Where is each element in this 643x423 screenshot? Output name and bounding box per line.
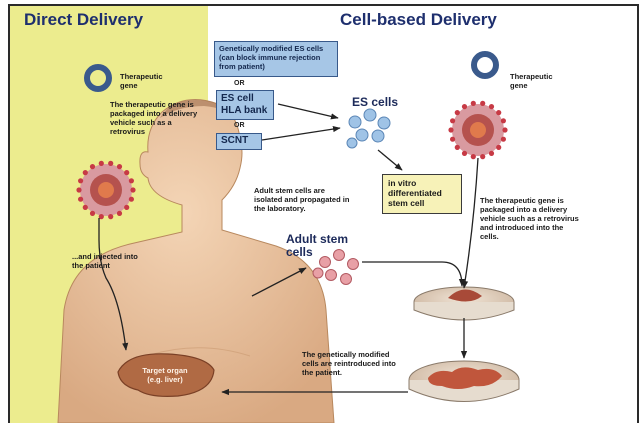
or-label: OR <box>234 122 245 129</box>
adult-stem-cells-note: Adult stem cells are isolated and propag… <box>254 186 352 213</box>
direct-delivery-heading: Direct Delivery <box>24 10 143 30</box>
cell-based-packaged-note: The therapeutic gene is packaged into a … <box>480 196 580 241</box>
scnt-box: SCNT <box>216 133 262 150</box>
adult-stem-cells-label: Adult stem cells <box>286 233 356 259</box>
target-organ-label: Target organ (e.g. liver) <box>136 366 194 384</box>
reintroduced-note: The genetically modified cells are reint… <box>302 350 406 377</box>
modified-es-cells-box: Genetically modified ES cells (can block… <box>214 41 338 77</box>
direct-packaged-note: The therapeutic gene is packaged into a … <box>110 100 200 136</box>
cell-based-delivery-heading: Cell-based Delivery <box>340 10 497 30</box>
es-cells-label: ES cells <box>352 96 398 109</box>
differentiated-stem-cell-box: in vitro differentiated stem cell <box>382 174 462 214</box>
or-label: OR <box>234 80 245 87</box>
injected-note: ...and injected into the patient <box>72 252 142 270</box>
therapeutic-gene-label: Therapeutic gene <box>510 72 560 90</box>
therapeutic-gene-label: Therapeutic gene <box>120 72 170 90</box>
hla-bank-box: ES cell HLA bank <box>216 90 274 120</box>
